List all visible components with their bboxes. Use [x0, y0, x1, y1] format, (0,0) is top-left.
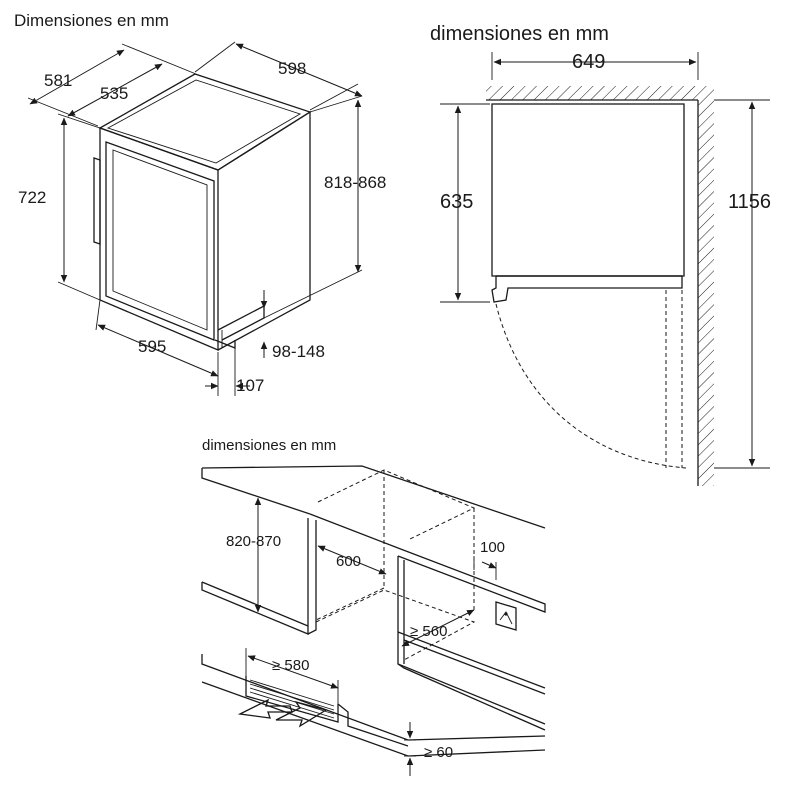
- dim-width-598: 598: [194, 41, 363, 111]
- view2-title: dimensiones en mm: [430, 23, 609, 45]
- dim-niche-depth-label: 600: [336, 553, 361, 570]
- dim-foot-107: 107: [205, 348, 264, 396]
- view3-title: dimensiones en mm: [202, 437, 336, 454]
- dim-niche-width: ≥ 560: [401, 609, 475, 647]
- appliance-side: [491, 103, 685, 277]
- floor-vent: [201, 654, 546, 757]
- countertop: [201, 465, 546, 613]
- dim-outlet-offset-label: 100: [480, 539, 505, 556]
- dim-height-range: 818-868: [324, 173, 386, 192]
- dim-height-1156-label: 1156: [728, 191, 771, 213]
- view-side-door-swing: dimensiones en mm 649 635: [430, 23, 771, 486]
- wall-hatch: [698, 86, 714, 486]
- dim-depth-581: 581: [27, 43, 197, 127]
- dim-width-595: 595: [95, 299, 219, 396]
- dim-height-body: 722: [18, 188, 46, 207]
- dim-height-1156: 1156: [714, 99, 771, 469]
- dim-niche-width-label: ≥ 560: [410, 623, 447, 640]
- view-installation-niche: dimensiones en mm: [201, 437, 546, 776]
- dim-depth-total: 581: [44, 71, 72, 90]
- dim-width-top: 598: [278, 59, 306, 78]
- dim-height-818-868: 818-868: [263, 95, 386, 319]
- dim-vent-gap-label: ≥ 60: [424, 744, 453, 761]
- dim-foot-range: 98-148: [272, 342, 325, 361]
- dim-width-649: 649: [491, 51, 699, 80]
- dim-vent-width-label: ≥ 580: [272, 657, 309, 674]
- ceiling-hatch: [486, 86, 698, 100]
- view1-title: Dimensiones en mm: [14, 11, 169, 30]
- cabinet-body: [93, 73, 312, 351]
- dim-niche-depth: 600: [317, 545, 387, 575]
- outlet-icon: [495, 601, 517, 631]
- dim-foot-98-148: 98-148: [260, 290, 325, 361]
- dim-outlet-offset: 100: [473, 539, 505, 580]
- dim-niche-height-label: 820-870: [226, 533, 281, 550]
- dim-height-635-label: 635: [440, 191, 473, 213]
- dim-depth-535: 535: [67, 63, 163, 117]
- dim-width-front: 595: [138, 337, 166, 356]
- dim-foot-depth: 107: [236, 376, 264, 395]
- right-cabinet: [397, 556, 546, 731]
- dim-height-722: 722: [18, 113, 101, 301]
- dim-niche-height: 820-870: [226, 497, 281, 613]
- view-appliance-isometric: Dimensiones en mm 581: [14, 11, 386, 396]
- dim-height-635: 635: [440, 103, 490, 303]
- dim-width-649-label: 649: [572, 51, 605, 73]
- dim-depth-body: 535: [100, 84, 128, 103]
- dim-vent-gap: ≥ 60: [404, 722, 453, 776]
- dim-vent-width: ≥ 580: [245, 648, 339, 704]
